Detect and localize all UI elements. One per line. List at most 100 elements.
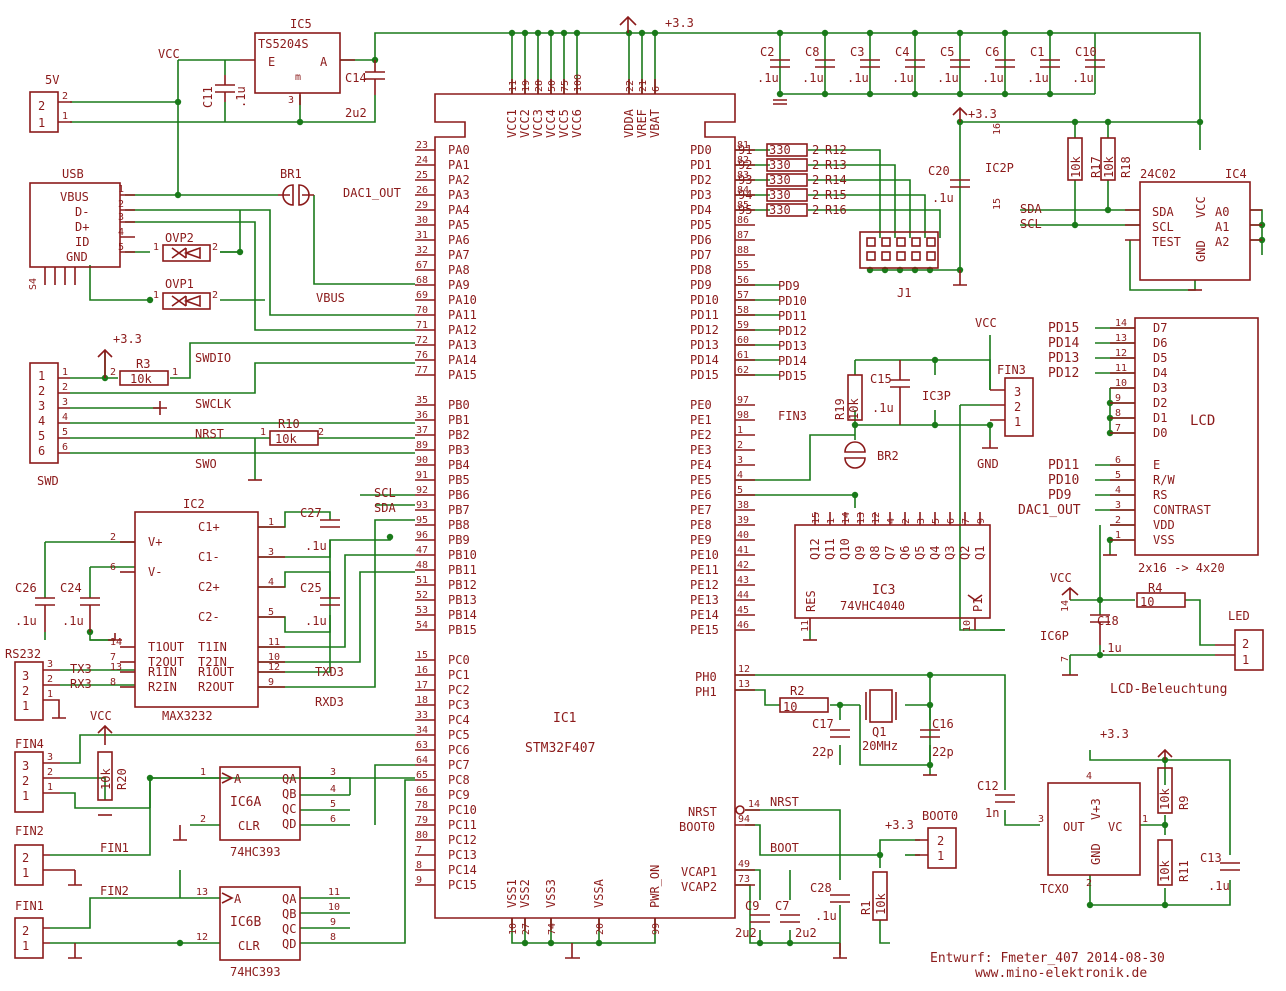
lcd-pin-label: D1 <box>1153 411 1167 425</box>
ic2-right-label: R1OUT <box>198 665 234 679</box>
pin: 1 <box>22 866 29 880</box>
lcd-pin-label: D2 <box>1153 396 1167 410</box>
ic1-left-pin-label: PC11 <box>448 818 477 832</box>
pnum: 12 <box>196 932 208 943</box>
ic3-counter: IC3 74VHC4040 RES P1 11 10 15Q121Q1114Q1… <box>794 512 991 632</box>
c26-val: .1u <box>15 614 37 628</box>
ic1-left-pin-label: PA1 <box>448 158 470 172</box>
ic2-right-label: C1+ <box>198 520 220 534</box>
c7-capacitor: C7 2u2 <box>775 899 817 940</box>
ic3-pin-label: Q6 <box>898 546 912 560</box>
ic1-left-pin-num: 69 <box>416 290 428 301</box>
v33-label-boot: +3.3 <box>885 818 914 832</box>
pin: 2 <box>22 924 29 938</box>
ic3-pin-label: Q5 <box>913 546 927 560</box>
ic1-right-pin-num: 55 <box>737 260 749 271</box>
ic6p-label: IC6P <box>1040 629 1069 643</box>
pnum: 1 <box>118 184 124 195</box>
c28-val: .1u <box>815 909 837 923</box>
pin: 6 <box>38 444 45 458</box>
ic1-left-pin-num: 8 <box>416 860 422 871</box>
c16-ref: C16 <box>932 717 954 731</box>
pin: 3 <box>22 759 29 773</box>
c28-capacitor: C28 .1u <box>810 881 850 923</box>
ic2-ref: IC2 <box>183 497 205 511</box>
pin: 1 <box>22 939 29 953</box>
ic1-left-pin-num: 17 <box>416 680 428 691</box>
capacitor-plates <box>995 59 1015 68</box>
j1-pin <box>896 251 906 261</box>
fin1-net: FIN1 <box>100 841 129 855</box>
ic2-left-label: T2OUT <box>148 655 184 669</box>
led-label: LED <box>1228 609 1250 623</box>
ic2-left-num: 6 <box>110 562 116 573</box>
top-cap-ref: C6 <box>985 45 999 59</box>
ic2-value: MAX3232 <box>162 709 213 723</box>
ic6b-qa: QA <box>282 892 297 906</box>
ic3-pin-label: Q7 <box>883 546 897 560</box>
ic1-top-pin-label: VREF <box>635 109 649 138</box>
lcd-pin-label: D5 <box>1153 351 1167 365</box>
nrst-label: NRST <box>195 427 224 441</box>
ic1-left-pin-num: 91 <box>416 470 428 481</box>
r4-val: 10 <box>1140 595 1154 609</box>
usb-dm: D- <box>75 205 89 219</box>
ic1-right-pin-label: PE9 <box>690 533 712 547</box>
ic3-pin10: 10 <box>962 620 973 632</box>
c27-capacitor: C27 .1u <box>300 506 340 553</box>
capacitor-plates <box>1085 59 1105 68</box>
ic1-right-pin-num: 57 <box>737 290 749 301</box>
lcd-pin-label: RS <box>1153 488 1167 502</box>
ic2-right-num: 12 <box>268 662 280 673</box>
ic1-right-pin-num: 88 <box>737 245 749 256</box>
tcxo-oscillator: OUT VC V+3 GND TCXO 4 3 1 2 <box>1038 771 1148 896</box>
array-ref: R15 <box>825 188 847 202</box>
pnum: 2 <box>62 91 68 102</box>
ic1-ref: IC1 <box>553 711 576 726</box>
r4-ref: R4 <box>1148 581 1162 595</box>
ph1-num: 13 <box>738 679 750 690</box>
usb-dp: D+ <box>75 220 89 234</box>
top-cap-ref: C1 <box>1030 45 1044 59</box>
pnum: 3 <box>47 752 53 763</box>
ic1-left-pin-label: PB10 <box>448 548 477 562</box>
usb-connector: USB VBUS D- D+ ID GND 1 2 3 4 5 S4 <box>28 167 135 290</box>
ic6p-power: IC6P 14 7 <box>1040 600 1071 662</box>
pnum: 6 <box>330 814 336 825</box>
ic1-right-pin-num: 44 <box>737 590 749 601</box>
ic1-left-pin-num: 76 <box>416 350 428 361</box>
wires <box>44 32 1263 955</box>
pin: 1 <box>937 849 944 863</box>
r1-resistor: 10k R1 <box>859 871 888 921</box>
ic1-left-pin-label: PB12 <box>448 578 477 592</box>
ic4-scl: SCL <box>1152 220 1174 234</box>
ic5-ref: IC5 <box>290 17 312 31</box>
v33-label-swd: +3.3 <box>113 332 142 346</box>
ic3-pin11: 11 <box>800 620 811 632</box>
gnd-label: GND <box>977 457 999 471</box>
j1-header: J1 <box>859 231 939 300</box>
fin1-label: FIN1 <box>15 899 44 913</box>
r20-val: 10k <box>99 768 113 790</box>
ic1-right-pin-num: 60 <box>737 335 749 346</box>
ic1-left-pin-num: 92 <box>416 485 428 496</box>
lcd-net-label: PD15 <box>1048 321 1079 336</box>
capacitor-plates <box>905 59 925 68</box>
pnum: 1 <box>172 367 178 378</box>
pnum: 1 <box>62 367 68 378</box>
ic1-left-pin-label: PC14 <box>448 863 477 877</box>
ic1-left-pin-label: PC2 <box>448 683 470 697</box>
top-cap-ref: C10 <box>1075 45 1097 59</box>
ic6a-qc: QC <box>282 802 296 816</box>
top-capacitor-bank: C2.1uC8.1uC3.1uC4.1uC5.1uC6.1uC1.1uC10.1… <box>757 45 1105 85</box>
ic1-right-pin-label: PD1 <box>690 158 712 172</box>
c15-capacitor: C15 .1u <box>870 360 910 425</box>
ic1-top-pin-label: VCC2 <box>518 109 532 138</box>
ic1-right-pin-label: PD15 <box>690 368 719 382</box>
r18-ref: R18 <box>1119 156 1133 178</box>
